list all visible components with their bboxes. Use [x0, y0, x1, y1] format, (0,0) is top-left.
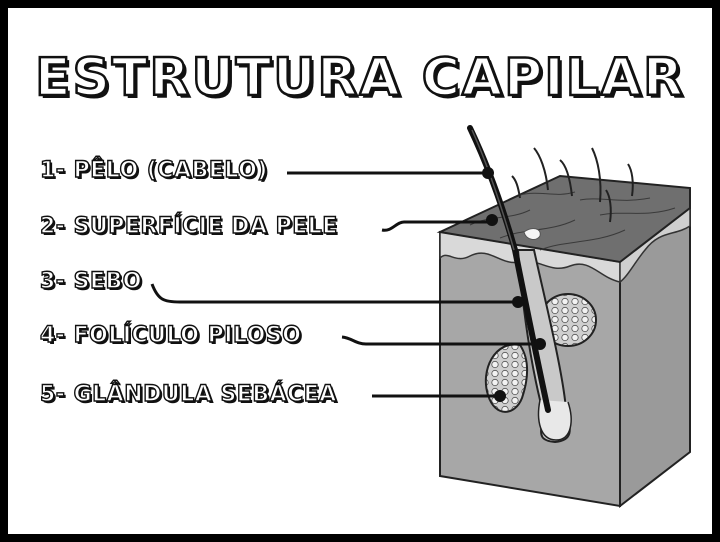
leader-line-2: [381, 220, 492, 232]
leader-lines: [150, 171, 540, 398]
label-hair: 1- PÊLO (CABELO): [39, 157, 268, 183]
leader-line-3: [150, 283, 518, 304]
skin-surface-top: [436, 174, 691, 264]
leader-line-4: [341, 335, 540, 346]
label-sebum: 3- SEBO: [39, 268, 142, 294]
diagram-title: ESTRUTURA CAPILAR: [34, 47, 686, 110]
sebum-spot: [523, 228, 541, 240]
label-sebaceous-gland: 5- GLÂNDULA SEBÁCEA: [39, 381, 337, 407]
label-skin-surface: 2- SUPERFÍCIE DA PELE: [39, 213, 338, 239]
label-hair-follicle: 4- FOLÍCULO PILOSO: [39, 322, 302, 348]
leader-dots: [482, 167, 546, 402]
small-hairs: [511, 147, 634, 223]
